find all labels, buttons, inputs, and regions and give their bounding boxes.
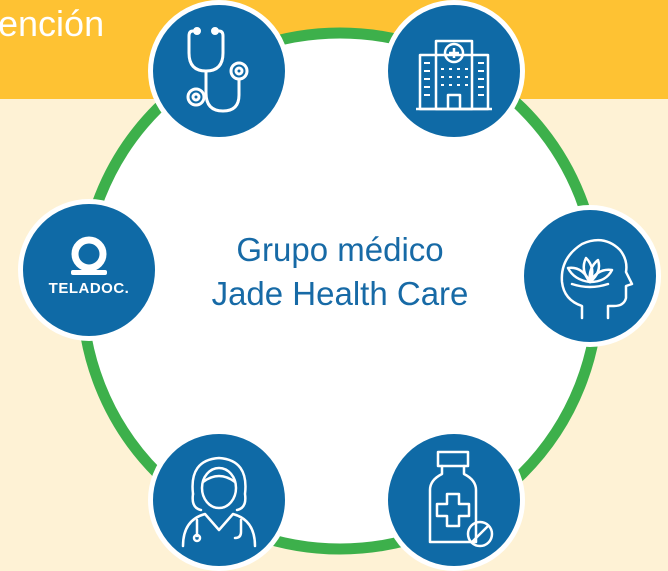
node-physician[interactable] bbox=[148, 429, 290, 571]
node-teladoc[interactable]: TELADOC. bbox=[18, 199, 160, 341]
node-mental-health[interactable] bbox=[519, 205, 661, 347]
lotus-head-icon bbox=[560, 238, 634, 320]
medicine-bottle-icon bbox=[428, 450, 494, 548]
node-pharmacy[interactable] bbox=[383, 429, 525, 571]
hospital-icon bbox=[416, 39, 492, 111]
physician-icon bbox=[181, 456, 257, 548]
node-hospital[interactable] bbox=[383, 0, 525, 142]
node-doctor[interactable] bbox=[148, 0, 290, 142]
center-label: Grupo médico Jade Health Care bbox=[175, 228, 505, 316]
page-title: ención bbox=[0, 3, 105, 44]
center-line-2: Jade Health Care bbox=[211, 275, 469, 312]
stethoscope-icon bbox=[186, 27, 249, 113]
teladoc-label: TELADOC. bbox=[48, 280, 130, 297]
center-line-1: Grupo médico bbox=[236, 231, 444, 268]
teladoc-logo-icon bbox=[71, 236, 107, 275]
